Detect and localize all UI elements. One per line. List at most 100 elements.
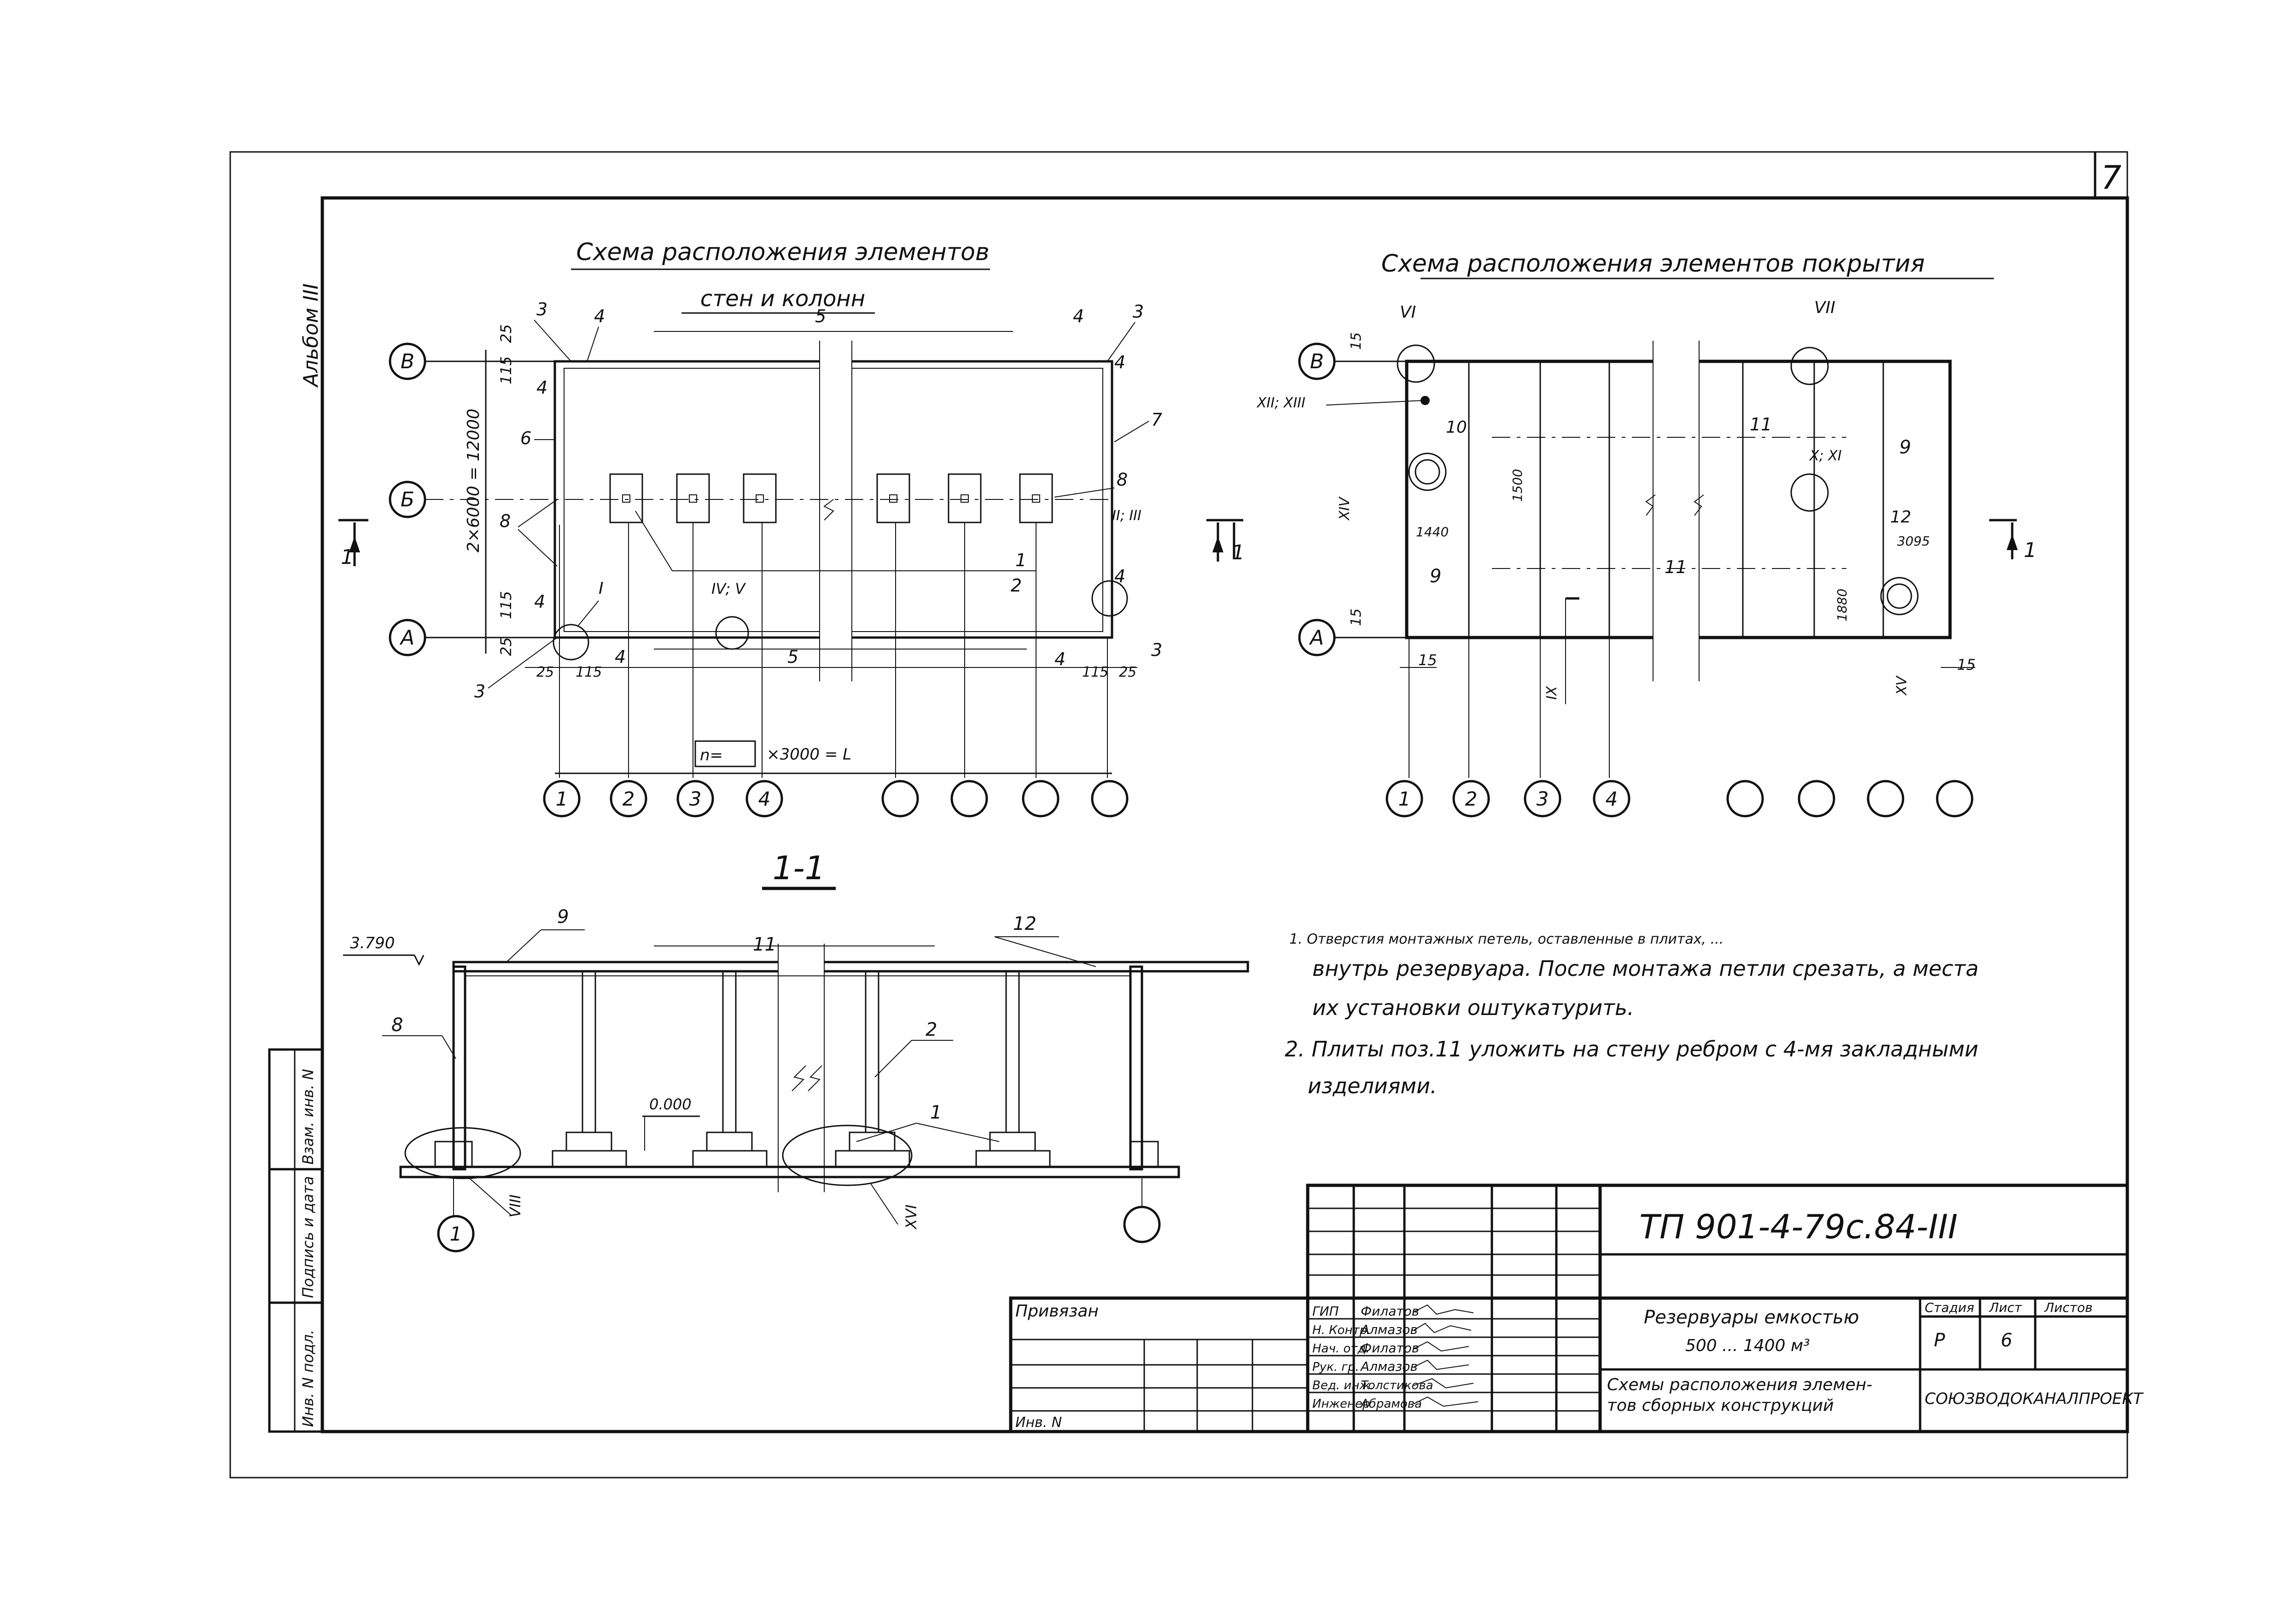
- svg-text:8: 8: [391, 1015, 403, 1036]
- svg-text:1880: 1880: [1834, 589, 1850, 621]
- svg-text:XV: XV: [1894, 675, 1910, 696]
- svg-text:10: 10: [1446, 418, 1467, 437]
- album-label: Альбом III: [299, 284, 323, 388]
- svg-text:3.790: 3.790: [350, 934, 395, 952]
- plan-walls: Схема расположения элементов стен и коло…: [338, 238, 1245, 818]
- svg-text:4: 4: [594, 306, 605, 326]
- plan-roof-axis-columns: 1 2 3 4: [1386, 638, 1974, 818]
- svg-text:2: 2: [1011, 575, 1022, 596]
- node-circle-IV: [715, 616, 749, 650]
- svg-text:4: 4: [536, 377, 547, 398]
- cut-arrow-left: 1: [338, 519, 368, 569]
- svg-text:ГИП: ГИП: [1312, 1304, 1339, 1319]
- svg-text:3095: 3095: [1897, 534, 1930, 549]
- plan-walls-subtitle: стен и колонн: [700, 286, 865, 312]
- svg-text:4: 4: [1073, 306, 1084, 326]
- svg-text:Абрамова: Абрамова: [1360, 1397, 1422, 1411]
- svg-text:12: 12: [1013, 913, 1036, 934]
- side-stamp-replace: Взам. инв. N: [299, 1069, 317, 1165]
- svg-text:1: 1: [2024, 539, 2037, 562]
- section-1-1: 1-1 3.790: [343, 849, 1249, 1253]
- side-stamp-sign: Подпись и дата: [299, 1176, 317, 1298]
- node-ellipse-VIII: [404, 1127, 521, 1179]
- svg-text:А: А: [1309, 626, 1324, 650]
- note-line-4: 2. Плиты поз.11 уложить на стену ребром …: [1285, 1037, 1979, 1061]
- svg-text:I: I: [599, 579, 604, 598]
- plan-roof: Схема расположения элементов покрытия В …: [1218, 250, 2037, 818]
- note-line-2: внутрь резервуара. После монтажа петли с…: [1312, 956, 1979, 981]
- svg-text:8: 8: [500, 511, 511, 531]
- svg-text:6: 6: [520, 428, 531, 448]
- section-columns: [434, 970, 1159, 1168]
- svg-text:3: 3: [1133, 302, 1144, 322]
- tb-object-1: Резервуары емкостью: [1644, 1307, 1859, 1328]
- svg-text:3: 3: [1537, 788, 1549, 810]
- sheet-number: 7: [2101, 159, 2122, 197]
- svg-text:3: 3: [689, 788, 702, 810]
- svg-text:25: 25: [536, 664, 554, 680]
- svg-text:1: 1: [556, 788, 568, 810]
- svg-text:1440: 1440: [1416, 524, 1449, 539]
- svg-text:2: 2: [1465, 788, 1478, 810]
- section-title: 1-1: [773, 849, 825, 887]
- svg-text:11: 11: [1750, 414, 1772, 435]
- side-stamp-inv: Инв. N подл.: [299, 1330, 317, 1427]
- axis-row-v-roof: В: [1298, 342, 1407, 380]
- svg-text:7: 7: [1151, 410, 1162, 430]
- svg-text:15: 15: [1348, 609, 1364, 626]
- svg-text:1: 1: [450, 1223, 462, 1245]
- svg-text:4: 4: [758, 788, 771, 810]
- svg-text:115: 115: [576, 664, 602, 680]
- plan-walls-axis-columns: 1 2 3 4: [543, 522, 1129, 818]
- svg-text:15: 15: [1348, 332, 1364, 350]
- wall-outline: [553, 341, 1113, 681]
- dim-span-vertical: 2×6000 = 12000: [464, 409, 483, 552]
- svg-text:9: 9: [557, 906, 569, 928]
- svg-text:115: 115: [497, 356, 515, 384]
- svg-text:1: 1: [341, 545, 354, 569]
- note-line-5: изделиями.: [1308, 1073, 1437, 1098]
- svg-text:4: 4: [534, 592, 545, 612]
- axis-row-a: А: [389, 619, 555, 656]
- notes: 1. Отверстия монтажных петель, оставленн…: [1285, 931, 1979, 1098]
- roof-hatch-lower: [1880, 577, 1919, 615]
- tb-sheet-title-1: Схемы расположения элемен-: [1607, 1375, 1872, 1394]
- plan-roof-title: Схема расположения элементов покрытия: [1381, 250, 1925, 278]
- axis-row-b: Б: [389, 481, 1114, 518]
- tb-code: ТП 901-4-79с.84-III: [1639, 1207, 1958, 1246]
- tb-stage: Р: [1934, 1330, 1945, 1351]
- svg-text:5: 5: [787, 647, 798, 667]
- svg-text:Н. Контр.: Н. Контр.: [1312, 1323, 1371, 1337]
- svg-text:0.000: 0.000: [649, 1096, 692, 1113]
- svg-text:1: 1: [930, 1102, 942, 1123]
- svg-text:Филатов: Филатов: [1361, 1340, 1419, 1356]
- svg-text:Б: Б: [401, 488, 414, 511]
- svg-text:11: 11: [1665, 557, 1687, 577]
- cut-arrow-right: 1: [1206, 519, 1245, 564]
- axis-row-a-roof: А: [1298, 619, 1407, 656]
- svg-text:Инженер: Инженер: [1312, 1397, 1370, 1411]
- svg-text:25: 25: [1119, 664, 1136, 680]
- title-block: Привязан Инв. N ТП 901-4-79с.84-III ГИП …: [1009, 1183, 2144, 1433]
- node-circle-II: [1091, 580, 1128, 617]
- svg-text:5: 5: [815, 306, 826, 326]
- tb-org: СОЮЗВОДОКАНАЛПРОЕКТ: [1925, 1390, 2144, 1408]
- svg-text:3: 3: [536, 299, 547, 319]
- tb-list: 6: [2001, 1330, 2012, 1351]
- cut-arrow-roof-right: 1: [1989, 519, 2037, 562]
- svg-text:1: 1: [1015, 550, 1026, 570]
- svg-text:115: 115: [1082, 664, 1108, 680]
- svg-text:X; XI: X; XI: [1809, 448, 1842, 464]
- cut-arrow-roof-left: [1218, 519, 1243, 559]
- tb-list-label: Лист: [1989, 1300, 2022, 1315]
- tb-signatures: ГИП Филатов Н. Контр. Алмазов Нач. отд. …: [1312, 1304, 1433, 1411]
- svg-text:9: 9: [1899, 437, 1911, 458]
- svg-text:Алмазов: Алмазов: [1360, 1322, 1418, 1337]
- svg-text:Рук. гр.: Рук. гр.: [1312, 1360, 1359, 1374]
- svg-text:3: 3: [474, 681, 485, 702]
- svg-text:25: 25: [497, 324, 515, 343]
- svg-text:3: 3: [1151, 640, 1162, 660]
- svg-text:4: 4: [1054, 649, 1065, 669]
- side-stamp: Инв. N подл. Подпись и дата Взам. инв. N: [268, 1048, 324, 1433]
